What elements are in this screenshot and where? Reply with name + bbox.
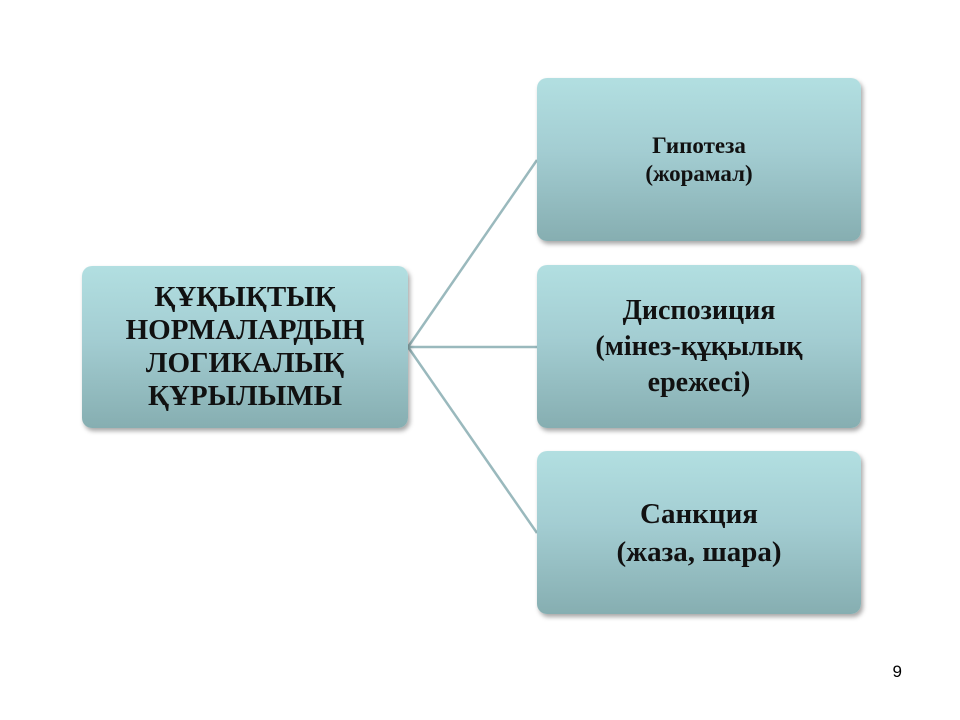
child-node-hypothesis-label: Гипотеза (жорамал) bbox=[645, 132, 753, 186]
root-node: ҚҰҚЫҚТЫҚ НОРМАЛАРДЫҢ ЛОГИКАЛЫҚ ҚҰРЫЛЫМЫ bbox=[82, 266, 408, 428]
connector-line-3 bbox=[406, 346, 539, 534]
root-node-label: ҚҰҚЫҚТЫҚ НОРМАЛАРДЫҢ ЛОГИКАЛЫҚ ҚҰРЫЛЫМЫ bbox=[125, 281, 365, 412]
child-node-disposition-label: Диспозиция (мінез-құқылық ережесі) bbox=[595, 294, 803, 398]
child-node-sanction-label: Санкция (жаза, шара) bbox=[616, 497, 782, 568]
page-number: 9 bbox=[892, 662, 902, 681]
child-node-hypothesis: Гипотеза (жорамал) bbox=[537, 78, 861, 241]
child-node-sanction: Санкция (жаза, шара) bbox=[537, 451, 861, 614]
child-node-disposition: Диспозиция (мінез-құқылық ережесі) bbox=[537, 265, 861, 428]
connector-line-1 bbox=[406, 159, 539, 348]
